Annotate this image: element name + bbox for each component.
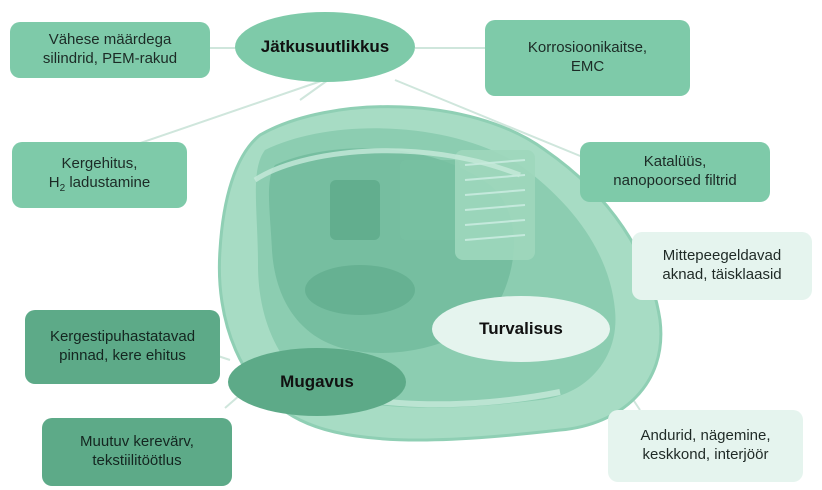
box-easy-clean-surfaces: Kergestipuhastatavad pinnad, kere ehitus: [25, 310, 220, 384]
box-low-lubricant-cylinders: Vähese määrdega silindrid, PEM-rakud: [10, 22, 210, 78]
box-sensors-vision: Andurid, nägemine, keskkond, interjöör: [608, 410, 803, 482]
lightweight-rest: ladustamine: [65, 174, 150, 191]
category-comfort: Mugavus: [228, 348, 406, 416]
box-antireflective-windows: Mittepeegeldavad aknad, täisklaasid: [632, 232, 812, 300]
box-corrosion-protection: Korrosioonikaitse, EMC: [485, 20, 690, 96]
box-variable-paint: Muutuv kerevärv, tekstiilitöötlus: [42, 418, 232, 486]
lightweight-line1: Kergehitus,: [62, 155, 138, 172]
category-safety: Turvalisus: [432, 296, 610, 362]
box-catalysis-filters: Katalüüs, nanopoorsed filtrid: [580, 142, 770, 202]
category-durability: Jätkusuutlikkus: [235, 12, 415, 82]
lightweight-h: H: [49, 174, 60, 191]
box-lightweight-storage: Kergehitus, H2 ladustamine: [12, 142, 187, 208]
